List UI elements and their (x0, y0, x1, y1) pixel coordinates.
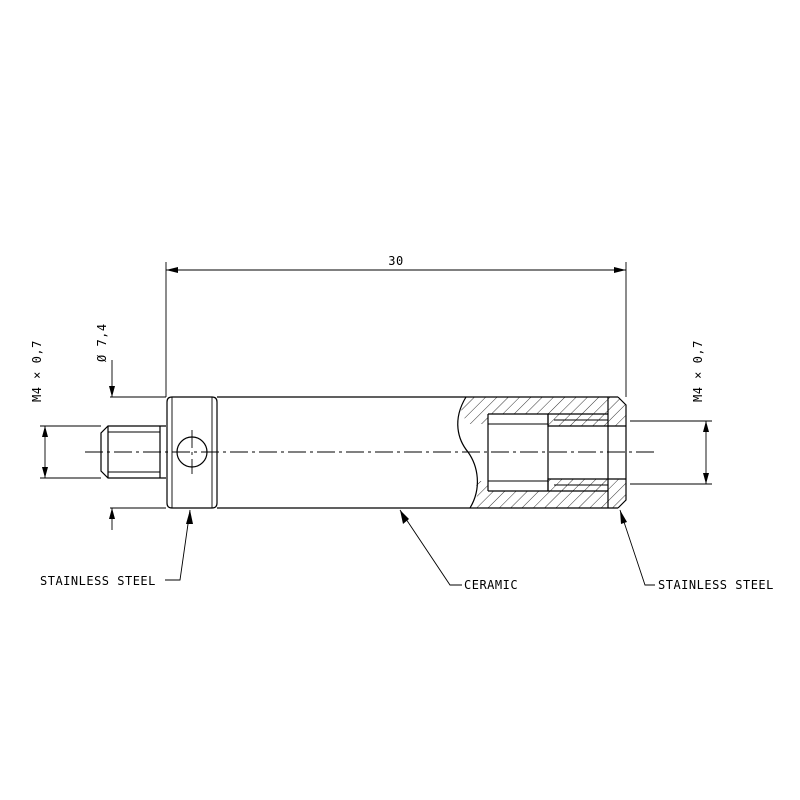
leader-left-material: STAINLESS STEEL (40, 509, 193, 588)
overall-length-text: 30 (388, 254, 403, 268)
ceramic-body (217, 396, 478, 509)
right-material-label: STAINLESS STEEL (658, 578, 774, 592)
dimension-left-thread: M4 × 0,7 (30, 340, 101, 479)
body-material-label: CERAMIC (464, 578, 518, 592)
leader-body-material: CERAMIC (399, 509, 518, 592)
left-material-label: STAINLESS STEEL (40, 574, 156, 588)
right-thread-text: M4 × 0,7 (691, 340, 705, 402)
left-thread-text: M4 × 0,7 (30, 340, 44, 402)
dimension-right-thread: M4 × 0,7 (630, 340, 712, 485)
dimension-overall-length: 30 (165, 254, 627, 397)
right-section (461, 396, 627, 509)
left-steel-collar (166, 396, 218, 509)
diameter-text: Ø 7,4 (95, 323, 109, 362)
leader-right-material: STAINLESS STEEL (619, 509, 774, 592)
left-threaded-stud (100, 425, 166, 479)
dimension-diameter: Ø 7,4 (95, 323, 166, 530)
